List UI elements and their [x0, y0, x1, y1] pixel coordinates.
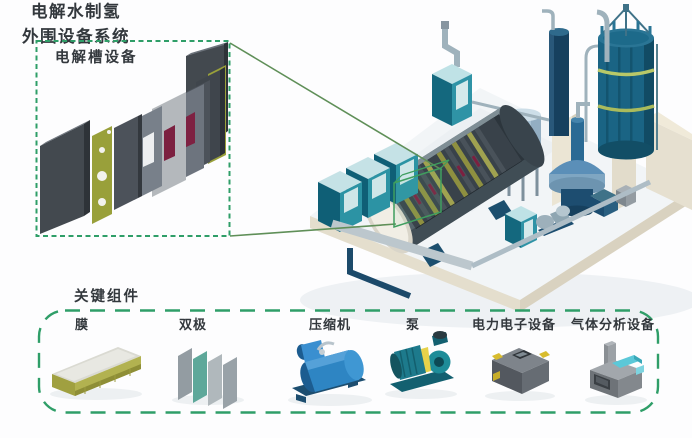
process-column-icon	[542, 9, 569, 136]
power-electronics-icon	[492, 348, 550, 394]
component-label-power-electronics: 电力电子设备	[471, 317, 557, 332]
vent-cabinet-icon	[432, 21, 550, 126]
component-label-bipolar: 双极	[178, 317, 208, 332]
component-label-membrane: 膜	[74, 317, 90, 332]
bipolar-plates-icon	[178, 348, 237, 409]
rectifier-cabinet-icon	[318, 143, 418, 232]
electrolyzer-detail-box-border	[35, 40, 231, 237]
component-icon-shadows	[50, 388, 647, 406]
electrolyzer-stack-icon	[40, 42, 228, 234]
key-components-title: 关键组件	[74, 289, 140, 305]
pump-icon	[390, 331, 454, 392]
component-label-gas-analyzer: 气体分析设备	[570, 317, 656, 332]
membrane-icon	[52, 347, 141, 396]
electrolyzer-detail-label: 电解槽设备	[55, 50, 138, 66]
compressor-icon	[292, 340, 366, 403]
storage-tank-icon	[584, 4, 658, 160]
component-label-compressor: 压缩机	[308, 317, 352, 332]
electrolyzer-vessel-icon	[347, 104, 545, 299]
component-label-pump: 泵	[405, 317, 421, 332]
ground-pipe	[330, 219, 474, 271]
callout-leader-lines	[229, 42, 450, 237]
gas-analyzer-icon	[590, 341, 644, 398]
key-components-box-border	[37, 309, 660, 414]
system-title-line1: 电解水制氢	[31, 3, 121, 21]
auxiliary-equipment	[470, 179, 652, 269]
